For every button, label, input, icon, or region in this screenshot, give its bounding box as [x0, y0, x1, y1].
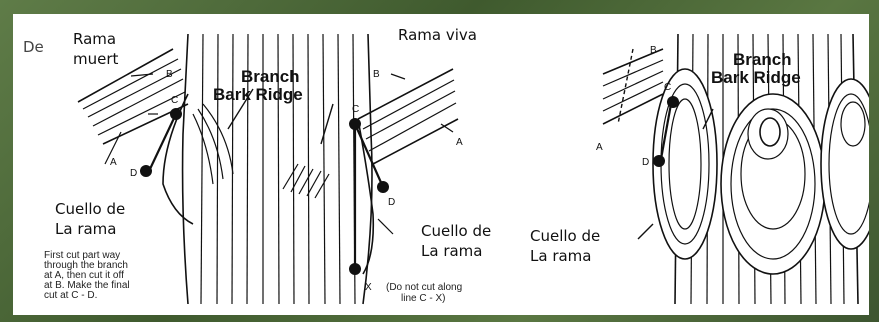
cut-line-cd-mid — [353, 123, 385, 188]
letter-d-left: D — [130, 168, 138, 179]
letter-a-right: A — [596, 142, 603, 153]
label-cuello-mid-2: La rama — [421, 242, 483, 260]
healed-collar — [652, 68, 869, 275]
ridge-arrow-mid — [320, 103, 334, 145]
letter-d-mid: D — [388, 197, 396, 208]
cut-line-cd-right — [659, 103, 673, 160]
letter-a-left: A — [110, 157, 117, 168]
label-de: De — [23, 38, 44, 56]
letter-b-left: B — [166, 69, 173, 80]
right-branch-stub — [602, 48, 664, 125]
instruction-line-3: at A, then cut it off — [44, 270, 124, 281]
letter-x: X — [365, 282, 372, 293]
letter-c-mid: C — [352, 104, 360, 115]
label-cuello-right-2: La rama — [530, 247, 592, 265]
instruction-line-2: through the branch — [44, 260, 128, 271]
bark-ridge-hatch — [282, 163, 330, 199]
diagram-panel: C D B A C D B A X B C A D De Rama muert … — [13, 14, 869, 315]
instruction-line-4: at B. Make the final — [44, 280, 130, 291]
label-cuello-left-1: Cuello de — [55, 200, 126, 218]
letter-c-right: C — [664, 82, 672, 93]
label-branch-bark-ridge-left-1: Branch — [241, 67, 300, 86]
label-rama-muerta-1: Rama — [73, 30, 117, 48]
label-branch-bark-ridge-left-2: Bark Ridge — [213, 85, 303, 104]
ridge-arrow-left — [227, 88, 254, 130]
cut-line-cd-left — [149, 113, 177, 170]
letter-b-mid: B — [373, 69, 380, 80]
letter-c-left: C — [171, 95, 179, 106]
cut-line-b-right — [617, 48, 634, 125]
letter-d-right: D — [642, 157, 650, 168]
label-cuello-left-2: La rama — [55, 220, 117, 238]
pruning-diagram — [77, 33, 869, 305]
instruction-line-5: cut at C - D. — [44, 290, 98, 301]
left-collar — [192, 103, 234, 185]
letter-a-mid: A — [456, 137, 463, 148]
label-rama-muerta-2: muert — [73, 50, 119, 68]
label-rama-viva: Rama viva — [398, 26, 477, 44]
warning-line-1: (Do not cut along — [386, 282, 463, 293]
label-cuello-right-1: Cuello de — [530, 227, 601, 245]
label-branch-bark-ridge-right-1: Branch — [733, 50, 792, 69]
instruction-line-1: First cut part way — [44, 250, 121, 261]
warning-line-2: line C - X) — [401, 293, 446, 304]
cut-point-dots — [140, 96, 679, 275]
label-branch-bark-ridge-right-2: Bark Ridge — [711, 68, 801, 87]
letter-b-right: B — [650, 45, 657, 56]
label-cuello-mid-1: Cuello de — [421, 222, 492, 240]
